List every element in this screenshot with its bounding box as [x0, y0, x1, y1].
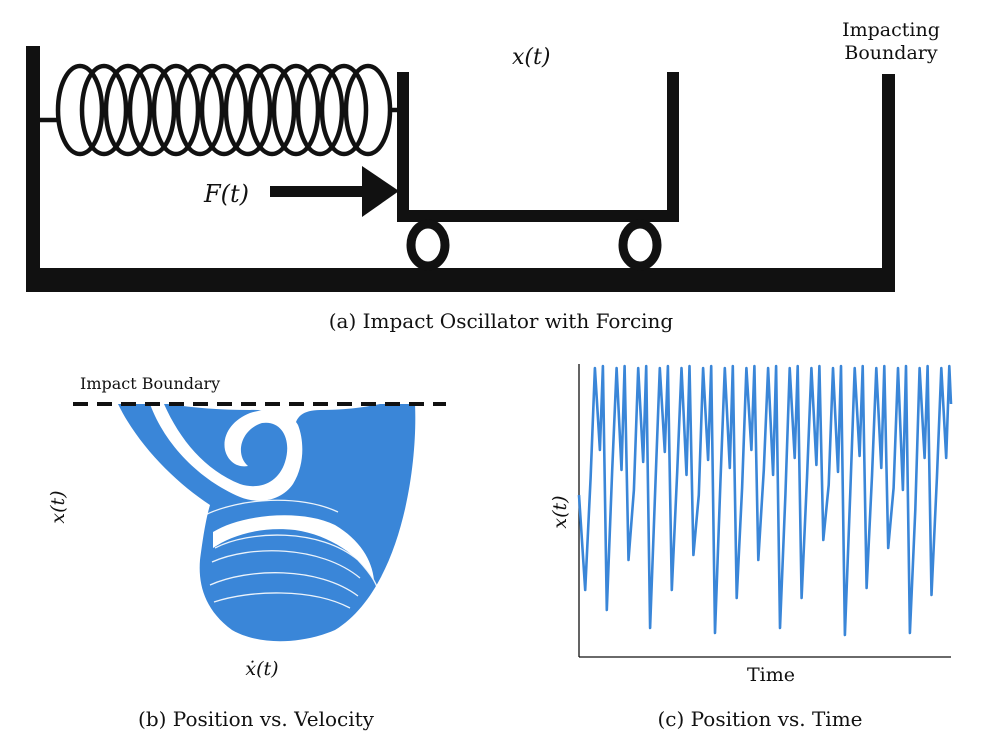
- ground-floor: [26, 268, 895, 292]
- left-wall: [26, 46, 40, 292]
- boundary-label-line1: Impacting: [842, 19, 940, 41]
- spring: [40, 63, 400, 157]
- time-ylabel: x(t): [549, 495, 571, 528]
- time-series: x(t) Time: [549, 364, 953, 686]
- cart: [397, 72, 679, 271]
- position-time-curve: [577, 364, 953, 637]
- caption-b: (b) Position vs. Velocity: [138, 707, 375, 731]
- phase-portrait: Impact Boundary x(t) ẋ(t): [47, 374, 446, 680]
- phase-ylabel: x(t): [47, 490, 69, 523]
- boundary-label-line2: Boundary: [844, 42, 937, 64]
- cart-wheel-left: [406, 219, 450, 271]
- force-arrow: [270, 166, 399, 217]
- phase-xlabel: ẋ(t): [245, 658, 278, 680]
- trajectory-gap-lower: [213, 515, 374, 580]
- caption-c: (c) Position vs. Time: [657, 707, 862, 731]
- time-xlabel: Time: [747, 664, 795, 686]
- impact-oscillator-schematic: F(t) x(t) Impacting Boundary: [26, 19, 940, 292]
- cart-wheel-right: [618, 219, 662, 271]
- impact-boundary-label: Impact Boundary: [80, 374, 220, 393]
- impacting-boundary-wall: [882, 74, 895, 292]
- trajectory-gap-inner: [150, 404, 303, 501]
- position-label: x(t): [512, 45, 550, 70]
- force-label: F(t): [203, 180, 249, 208]
- trajectory-gap-top: [168, 404, 380, 436]
- caption-a: (a) Impact Oscillator with Forcing: [329, 309, 674, 333]
